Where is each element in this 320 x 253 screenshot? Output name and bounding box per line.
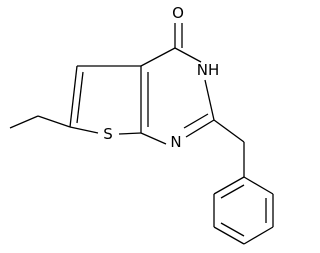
bond-c4-nh (174, 47, 202, 63)
bond-s-c7a (118, 132, 142, 135)
atom-label-nh: NH (197, 61, 220, 79)
bond-c4a-c4 (140, 47, 176, 67)
bond-c2-n (185, 119, 215, 138)
bond-c6-c5 (69, 65, 78, 128)
bond-ethyl-ch3-ch2 (9, 115, 39, 129)
bond-n-c7a (140, 132, 167, 145)
bond-c2-n-double (183, 113, 209, 129)
chemical-structure: O S NH N (9, 4, 274, 245)
bond-ph-4-double (220, 222, 245, 237)
bond-ph-6 (213, 176, 245, 195)
atom-labels: O S NH N (103, 4, 219, 151)
bond-c6-s (69, 126, 99, 134)
atom-label-sulfur: S (103, 125, 113, 143)
bond-ph-4 (213, 226, 245, 245)
bond-nh-c2 (204, 79, 215, 121)
bond-ph-3 (243, 226, 274, 245)
bonds (9, 23, 274, 245)
bond-ph-1 (243, 176, 274, 195)
bond-ph-6-double (220, 184, 245, 199)
atom-label-oxygen: O (172, 4, 184, 22)
bond-c2-ch2 (213, 119, 245, 143)
bond-ethyl-ch2-c6 (37, 115, 71, 128)
atom-label-nitrogen: N (170, 133, 181, 151)
bond-c6-c5-double (76, 71, 84, 124)
